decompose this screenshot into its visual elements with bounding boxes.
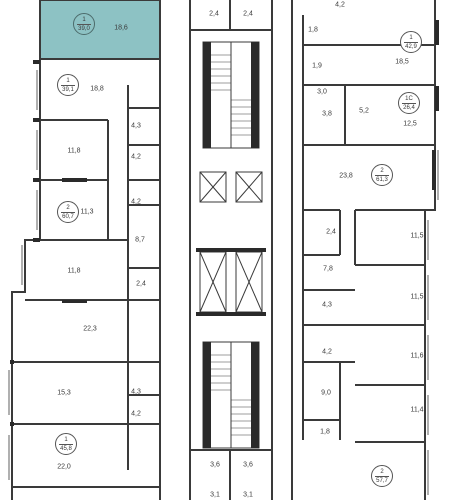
room-area-label: 22,0 — [57, 463, 71, 471]
room-area-label: 4,2 — [131, 198, 141, 206]
apartment-area: 60,7 — [61, 211, 75, 220]
apartment-rooms: 2 — [380, 468, 384, 475]
room-area-label: 4,2 — [131, 410, 141, 418]
room-area-label: 11,4 — [410, 406, 424, 414]
room-area-label: 8,7 — [135, 236, 145, 244]
room-area-label: 15,3 — [57, 389, 71, 397]
room-area-label: 11,5 — [410, 293, 424, 301]
apartment-area: 45,8 — [59, 443, 73, 452]
apartment-rooms: 1С — [405, 95, 413, 102]
room-area-label: 4,3 — [131, 388, 141, 396]
room-area-label: 18,5 — [395, 58, 409, 66]
room-area-label: 3,8 — [322, 110, 332, 118]
room-area-label: 18,6 — [114, 24, 128, 32]
apartment-area: 39,1 — [61, 84, 75, 93]
apartment-area: 26,4 — [402, 102, 416, 111]
room-area-label: 3,1 — [210, 491, 220, 499]
apartment-area: 42,9 — [404, 41, 418, 50]
apartment-rooms: 2 — [380, 167, 384, 174]
room-area-label: 5,2 — [359, 107, 369, 115]
room-area-label: 2,4 — [136, 280, 146, 288]
apartment-area: 39,0 — [77, 23, 91, 32]
apartment-rooms: 1 — [66, 77, 70, 84]
room-area-label: 11,3 — [80, 208, 94, 216]
apartment-rooms: 1 — [82, 16, 86, 23]
room-area-label: 9,0 — [321, 389, 331, 397]
room-area-label: 4,2 — [131, 153, 141, 161]
room-area-label: 1,9 — [312, 62, 322, 70]
room-area-label: 11,8 — [67, 147, 81, 155]
room-area-label: 11,8 — [67, 267, 81, 275]
apartment-rooms: 1 — [64, 436, 68, 443]
room-area-label: 3,1 — [243, 491, 253, 499]
room-area-label: 2,4 — [243, 10, 253, 18]
room-area-label: 22,3 — [83, 325, 97, 333]
room-area-label: 3,0 — [317, 88, 327, 96]
apartment-highlight[interactable] — [39, 0, 161, 60]
apartment-area: 57,7 — [375, 475, 389, 484]
room-area-label: 4,2 — [335, 1, 345, 9]
room-area-label: 11,6 — [410, 352, 424, 360]
apartment-rooms: 1 — [409, 34, 413, 41]
room-area-label: 11,5 — [410, 232, 424, 240]
room-area-label: 2,4 — [326, 228, 336, 236]
apartment-area: 61,3 — [375, 174, 389, 183]
room-area-label: 4,3 — [131, 122, 141, 130]
room-area-label: 12,5 — [403, 120, 417, 128]
apartment-rooms: 2 — [66, 204, 70, 211]
room-area-label: 3,6 — [210, 461, 220, 469]
room-area-label: 18,8 — [90, 85, 104, 93]
room-area-label: 1,8 — [320, 428, 330, 436]
room-area-label: 1,8 — [308, 26, 318, 34]
room-area-label: 4,3 — [322, 301, 332, 309]
room-area-label: 3,6 — [243, 461, 253, 469]
room-area-label: 2,4 — [209, 10, 219, 18]
room-area-label: 7,8 — [323, 265, 333, 273]
room-area-label: 4,2 — [322, 348, 332, 356]
room-area-label: 23,8 — [339, 172, 353, 180]
